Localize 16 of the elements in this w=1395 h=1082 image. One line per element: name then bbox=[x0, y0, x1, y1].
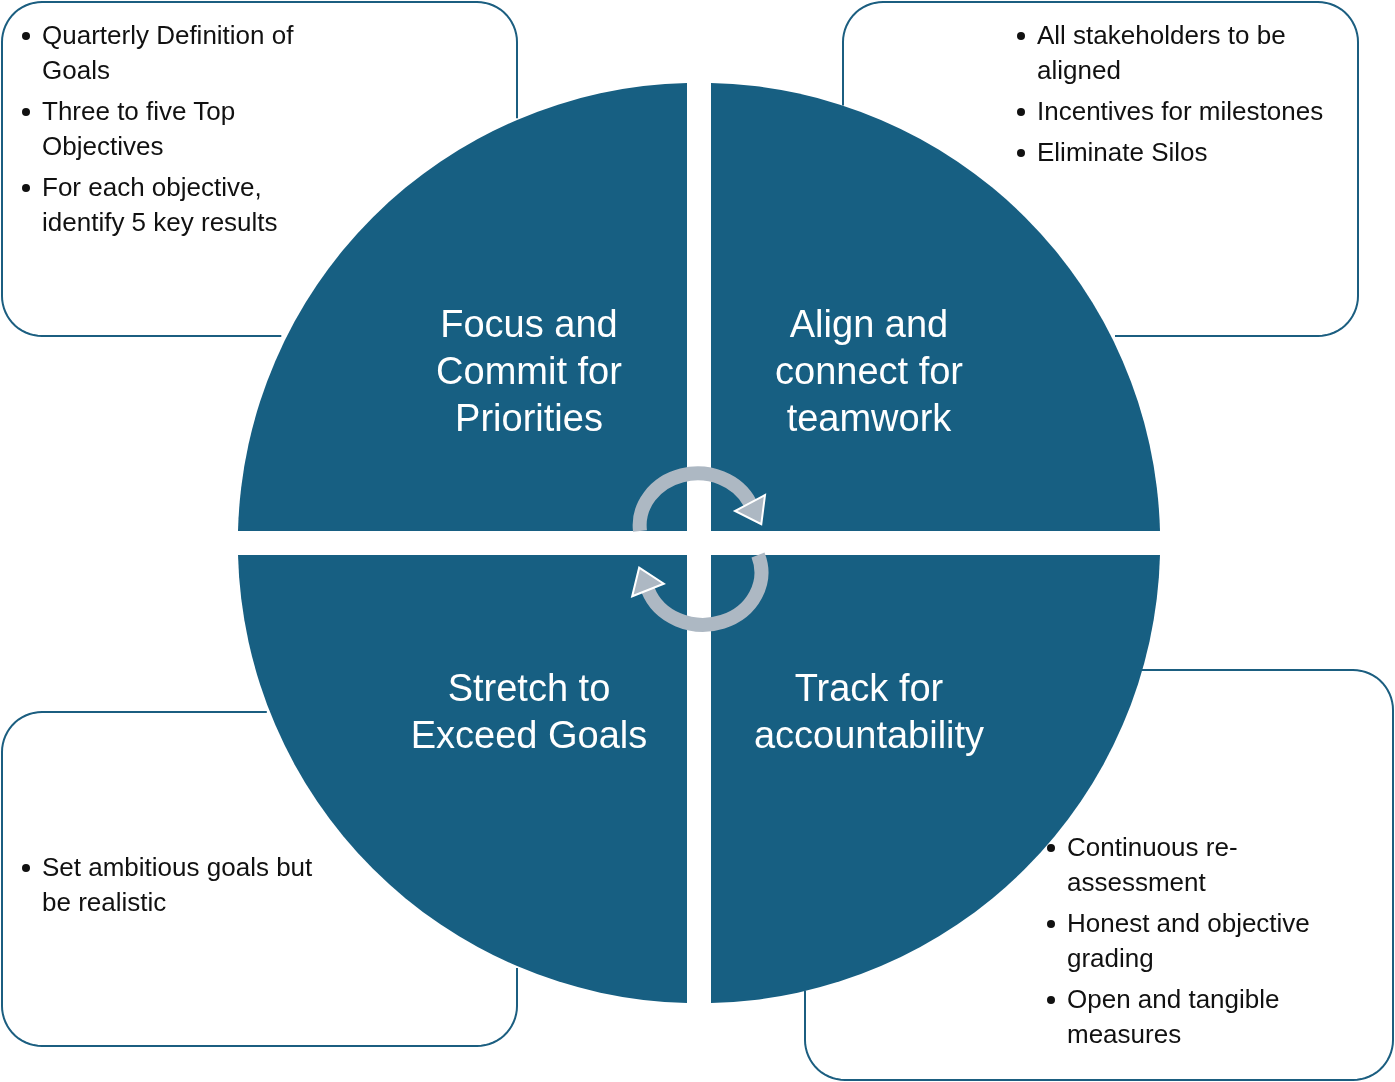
bullet-text: Open and tangible measures bbox=[1067, 984, 1280, 1049]
curved-arrow bbox=[632, 466, 766, 532]
quadrant-title: Focus and Commit for Priorities bbox=[435, 302, 623, 441]
quadrant-title: Align and connect for teamwork bbox=[774, 302, 964, 441]
curved-arrow bbox=[631, 552, 769, 632]
bullet-text: Continuous re-assessment bbox=[1067, 832, 1238, 897]
bullet-text: Three to five Top Objectives bbox=[42, 96, 236, 161]
bullet-text: All stakeholders to be aligned bbox=[1037, 20, 1286, 85]
bullet-text: Incentives for milestones bbox=[1037, 96, 1324, 126]
bullet-text: Set ambitious goals but be realistic bbox=[42, 852, 313, 917]
bullet-text: Honest and objective grading bbox=[1067, 908, 1310, 973]
bullet-text: Quarterly Definition of Goals bbox=[42, 20, 294, 85]
bullet-text: Eliminate Silos bbox=[1037, 137, 1208, 167]
quadrant-title: Track for accountability bbox=[752, 666, 986, 758]
bullet-text: For each objective, identify 5 key results bbox=[42, 172, 278, 237]
quadrant-title: Stretch to Exceed Goals bbox=[409, 666, 649, 758]
